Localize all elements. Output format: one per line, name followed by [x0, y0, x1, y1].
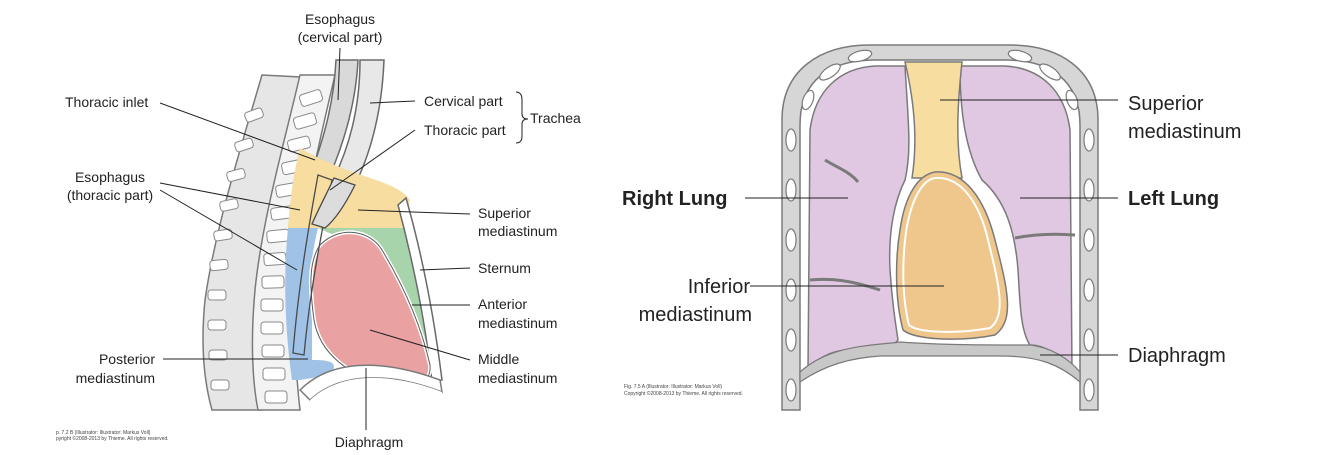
superior-mediastinum-coronal	[905, 62, 962, 178]
credit-right-1: Fig. 7.5 A (Illustrator: Illustrator: Ma…	[624, 384, 722, 390]
label-superior-mediastinum-right-2: mediastinum	[1128, 121, 1241, 143]
credit-right-2: Copyright ©2008-2013 by Thieme. All righ…	[624, 390, 743, 397]
label-trachea: Trachea	[530, 110, 581, 126]
coronal-section-figure: Superior mediastinum Right Lung Left Lun…	[622, 45, 1241, 410]
label-thoracic-inlet: Thoracic inlet	[65, 94, 148, 110]
label-posterior-mediastinum-2: mediastinum	[76, 370, 155, 386]
credit-left-2: pyright ©2008-2013 by Thieme. All rights…	[56, 435, 169, 442]
label-superior-mediastinum-1: Superior	[478, 205, 531, 221]
label-sternum: Sternum	[478, 260, 531, 276]
label-cervical-part: Cervical part	[424, 93, 503, 109]
label-posterior-mediastinum-1: Posterior	[99, 351, 155, 367]
label-right-lung: Right Lung	[622, 188, 728, 210]
label-superior-mediastinum-2: mediastinum	[478, 223, 557, 239]
right-lung	[808, 66, 909, 370]
label-middle-mediastinum-2: mediastinum	[478, 370, 557, 386]
label-esophagus-thoracic-1: Esophagus	[75, 169, 145, 185]
label-middle-mediastinum-1: Middle	[478, 351, 519, 367]
label-inferior-mediastinum-1: Inferior	[688, 276, 751, 298]
label-esophagus-cervical-2: (cervical part)	[298, 29, 383, 45]
label-left-lung: Left Lung	[1128, 188, 1219, 210]
label-anterior-mediastinum-2: mediastinum	[478, 315, 557, 331]
label-anterior-mediastinum-1: Anterior	[478, 296, 527, 312]
label-esophagus-cervical-1: Esophagus	[305, 11, 375, 27]
label-inferior-mediastinum-2: mediastinum	[639, 304, 752, 326]
label-thoracic-part: Thoracic part	[424, 122, 506, 138]
sagittal-section-figure: Esophagus (cervical part) Thoracic inlet…	[56, 11, 581, 450]
label-esophagus-thoracic-2: (thoracic part)	[67, 187, 153, 203]
trachea-brace	[516, 92, 528, 143]
label-superior-mediastinum-right-1: Superior	[1128, 93, 1204, 115]
label-diaphragm-right: Diaphragm	[1128, 345, 1226, 367]
label-diaphragm-left: Diaphragm	[335, 434, 403, 450]
